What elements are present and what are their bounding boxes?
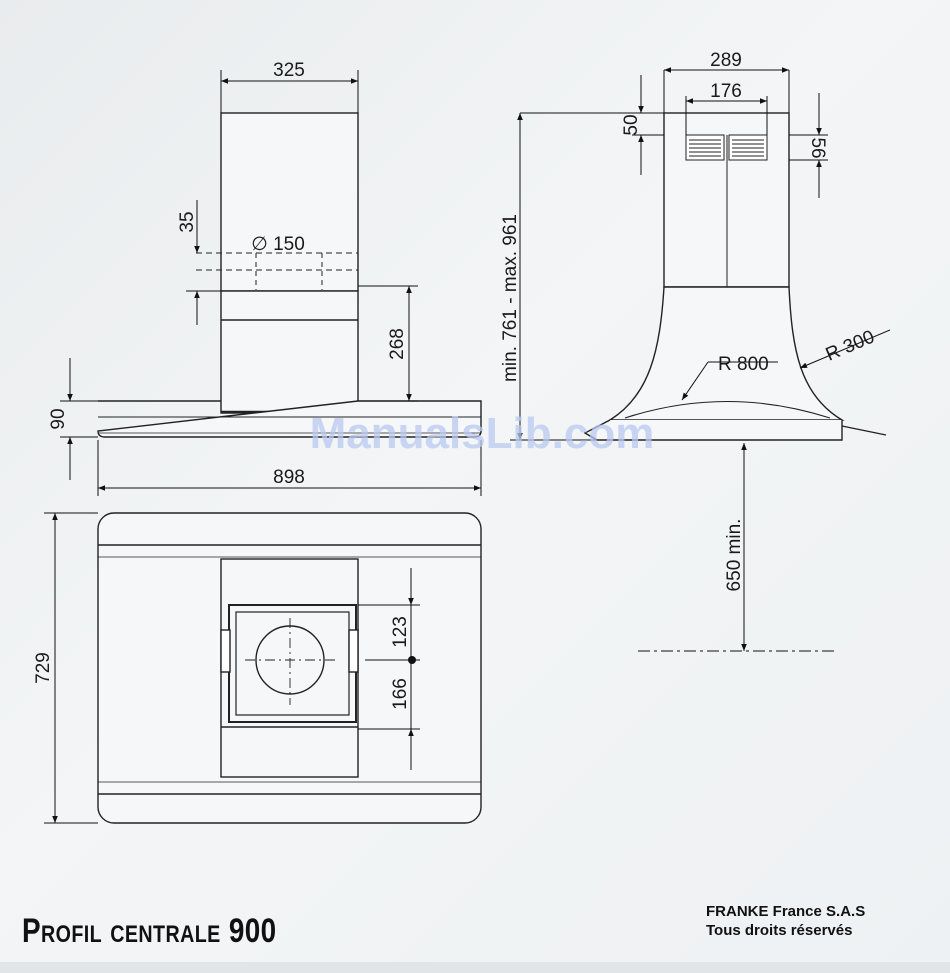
plan-view [98,513,481,823]
dim-vent-width: 176 [710,81,742,102]
outlet-center-dot [408,656,416,664]
front-elevation [98,113,481,437]
drawing-title: Profil centrale 900 [22,912,277,951]
plan-chimney [221,559,358,777]
dim-radius-small: R 300 [823,326,878,365]
dim-overall-width: 898 [273,467,305,488]
dim-chimney-width: 325 [273,60,305,81]
dim-canopy-thickness: 90 [48,408,69,429]
dim-min-clearance: 650 min. [724,519,745,592]
dim-side-top-width: 289 [710,50,742,71]
front-lower-chimney [221,291,358,413]
dim-height-range: min. 761 - max. 961 [500,214,521,382]
dim-top-offset: 50 [621,114,642,135]
dim-lower-chimney-height: 268 [387,328,408,360]
side-elevation [585,113,886,440]
dim-vent-height: 56 [807,137,828,158]
dim-outlet-front: 123 [390,616,411,648]
front-upper-chimney [221,113,358,291]
dim-chimney-offset: 35 [177,211,198,232]
company-block: FRANKE France S.A.S Tous droits réservés [706,902,865,940]
footer-bar [0,962,950,973]
watermark: ManualsLib.com [310,409,655,458]
dim-duct-diameter: ∅ 150 [251,234,305,255]
dim-outlet-back: 166 [390,678,411,710]
rights-notice: Tous droits réservés [706,921,865,940]
dim-overall-depth: 729 [33,652,54,684]
dim-radius-large: R 800 [718,354,769,375]
company-name: FRANKE France S.A.S [706,902,865,921]
